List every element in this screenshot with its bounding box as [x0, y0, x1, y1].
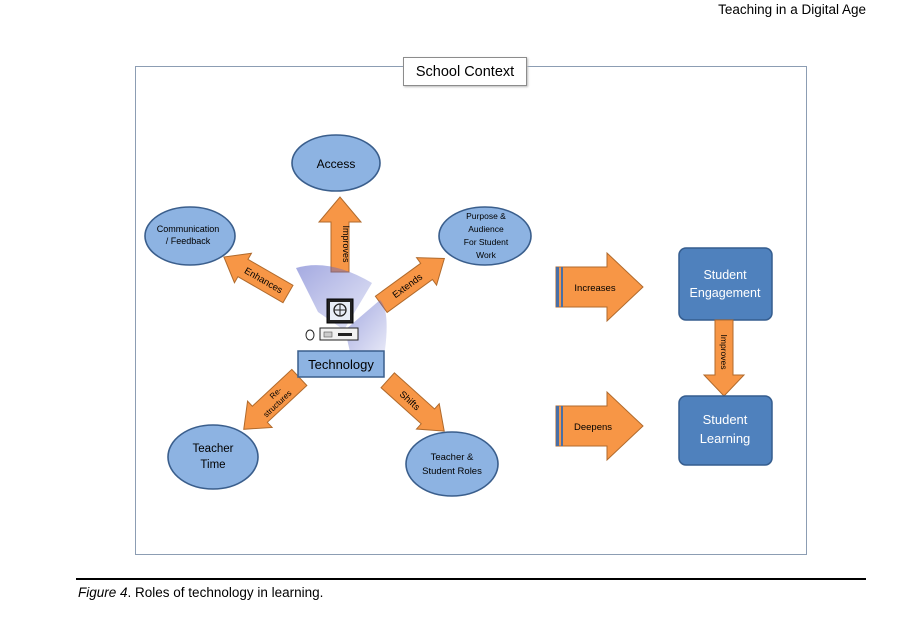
node-purpose-line4: Work: [476, 250, 496, 260]
arrow-label-improves-down: Improves: [719, 335, 729, 370]
box-engagement-line2: Engagement: [690, 286, 761, 300]
node-communication: Communication / Feedback: [144, 206, 236, 266]
node-teacher-time-line2: Time: [200, 459, 225, 471]
arrow-label-increases: Increases: [574, 283, 615, 294]
node-teacher-time: Teacher Time: [167, 424, 259, 490]
node-purpose-line1: Purpose &: [466, 211, 506, 221]
node-communication-line2: / Feedback: [166, 236, 211, 246]
computer-icon: [305, 298, 359, 341]
school-context-label: School Context: [403, 57, 527, 86]
box-engagement-line1: Student: [703, 268, 747, 282]
running-head: Teaching in a Digital Age: [718, 2, 866, 17]
arrow-improves-down: Improves: [702, 319, 746, 397]
node-purpose-line3: For Student: [464, 237, 509, 247]
technology-label: Technology: [308, 357, 374, 372]
figure-caption-text: . Roles of technology in learning.: [127, 585, 324, 600]
node-purpose-line2: Audience: [468, 224, 504, 234]
node-roles-line1: Teacher &: [431, 452, 474, 463]
node-roles-line2: Student Roles: [422, 466, 482, 477]
technology-hub: Technology: [296, 265, 387, 378]
arrow-increases: Increases: [555, 251, 644, 323]
figure-caption: Figure 4. Roles of technology in learnin…: [78, 585, 323, 600]
technology-label-box: [297, 350, 385, 378]
box-learning-line1: Student: [703, 412, 748, 427]
arrow-shifts: Shifts: [380, 372, 445, 432]
box-learning-line2: Learning: [700, 431, 751, 446]
node-access-label: Access: [317, 157, 356, 171]
box-student-engagement: Student Engagement: [678, 247, 773, 321]
node-purpose-audience: Purpose & Audience For Student Work: [438, 206, 532, 266]
node-teacher-student-roles: Teacher & Student Roles: [405, 431, 499, 497]
node-teacher-time-line1: Teacher: [193, 443, 234, 455]
arrow-improves-up: Improves: [317, 196, 363, 273]
arrow-deepens: Deepens: [555, 390, 644, 462]
arrow-label-improves-up: Improves: [341, 225, 351, 263]
figure-label: Figure 4: [78, 585, 128, 600]
node-access: Access: [291, 134, 381, 192]
caption-rule: [76, 578, 866, 580]
box-student-learning: Student Learning: [678, 395, 773, 466]
node-communication-line1: Communication: [157, 224, 220, 234]
arrow-label-deepens: Deepens: [574, 422, 612, 433]
